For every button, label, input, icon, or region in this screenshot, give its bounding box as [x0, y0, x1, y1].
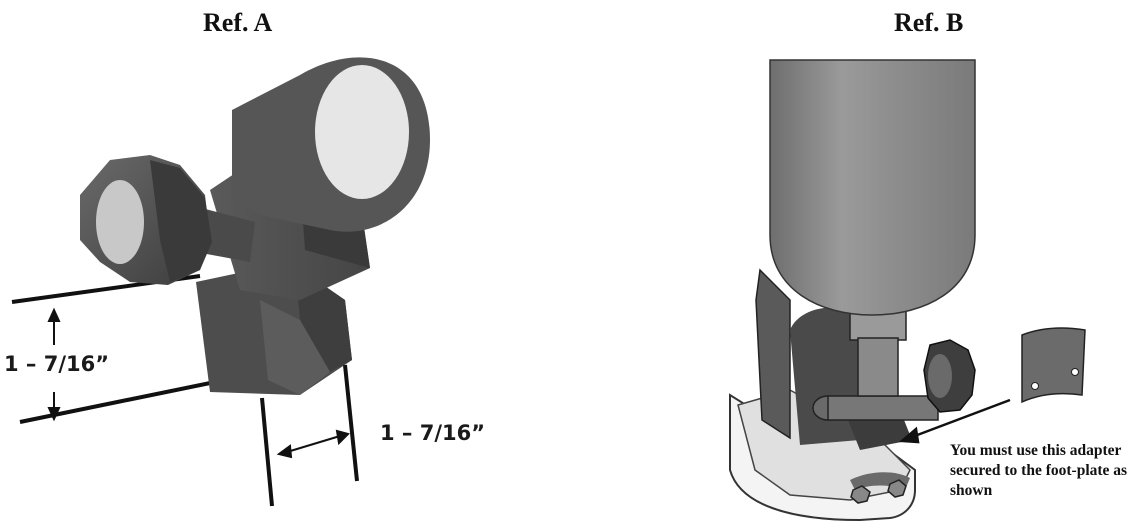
bracket-plate: [755, 268, 791, 440]
height-dimension-label: 1 – 7/16”: [4, 352, 109, 376]
adapter-plate: [1021, 327, 1086, 404]
cylinder-neck: [849, 299, 907, 397]
adapter-instruction-note: You must use this adapter secured to the…: [950, 442, 1128, 499]
pointer-arrow: [898, 398, 1011, 444]
clamp-block: [196, 57, 430, 395]
ref-a-diagram: 1 – 7/16” 1 – 7/16”: [4, 57, 485, 507]
clamp-assembly: [790, 307, 939, 450]
width-dimension-arrow: [276, 429, 350, 459]
ref-a-title: Ref. A: [203, 8, 273, 37]
height-dimension-arrow: [47, 307, 61, 422]
cylinder: [769, 59, 976, 316]
bolt-right: [887, 479, 907, 498]
knob: [80, 155, 255, 285]
width-dimension-lines: [260, 364, 359, 507]
bolt-left: [850, 485, 871, 504]
ref-b-title: Ref. B: [894, 8, 964, 37]
foot-plate: [729, 389, 916, 522]
knob-b: [923, 339, 976, 413]
height-dimension-lines: [11, 274, 216, 424]
width-dimension-label: 1 – 7/16”: [380, 421, 485, 445]
